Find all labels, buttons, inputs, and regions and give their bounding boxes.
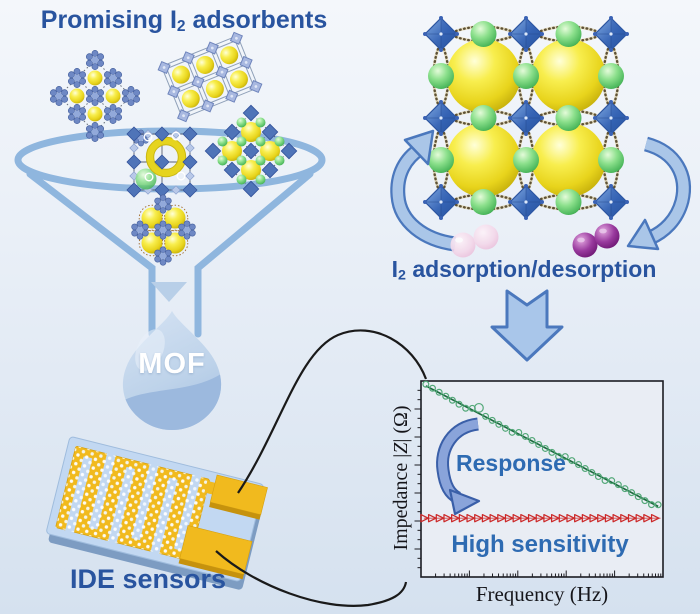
metal-octahedra bbox=[422, 15, 630, 221]
response-annotation: Response bbox=[456, 450, 566, 476]
contact-pad-bottom bbox=[178, 525, 253, 580]
mof-coating-dots bbox=[55, 445, 210, 561]
contact-pad-top bbox=[209, 474, 268, 520]
x-axis-ticks bbox=[435, 570, 662, 577]
high-sensitivity-annotation: High sensitivity bbox=[451, 531, 629, 558]
down-arrow-icon bbox=[490, 289, 564, 362]
wire-bottom bbox=[215, 550, 408, 607]
response-arrow-icon bbox=[436, 417, 481, 516]
cation-spheres bbox=[428, 21, 624, 215]
ide-sensor-chip bbox=[46, 436, 268, 590]
wire-top bbox=[237, 329, 428, 494]
adsorption-desorption-label: I2 adsorption/desorption bbox=[391, 256, 657, 284]
iodine-guest-spheres bbox=[446, 39, 606, 197]
mof-crystal-2 bbox=[155, 29, 265, 125]
mof-crystal-1 bbox=[49, 49, 149, 147]
mof-crystal-5 bbox=[131, 194, 196, 266]
impedance-chart bbox=[414, 380, 664, 578]
funnel-icon bbox=[14, 127, 326, 338]
iodine-molecule-icon bbox=[572, 223, 620, 258]
mof-framework-structure bbox=[422, 15, 630, 221]
x-axis-label: Frequency (Hz) bbox=[475, 582, 609, 606]
plot-area bbox=[420, 380, 664, 578]
y-axis-label: Impedance |Z| (Ω) bbox=[390, 405, 412, 551]
cycle-arrow-left bbox=[390, 129, 457, 252]
ide-sensors-label: IDE sensors bbox=[69, 564, 227, 594]
mof-crystal-4 bbox=[204, 104, 298, 198]
red-series bbox=[420, 513, 661, 523]
page-title: Promising I2 adsorbents bbox=[40, 6, 328, 35]
y-axis-ticks bbox=[414, 389, 421, 569]
green-series bbox=[422, 380, 662, 509]
iodine-molecule-faded-icon bbox=[450, 224, 499, 258]
cycle-arrow-right bbox=[626, 136, 691, 251]
mof-droplet-icon bbox=[122, 311, 222, 430]
mof-crystal-3 bbox=[126, 126, 198, 198]
funnel-liquid bbox=[151, 282, 187, 302]
droplet-mof-label: MOF bbox=[138, 348, 206, 380]
